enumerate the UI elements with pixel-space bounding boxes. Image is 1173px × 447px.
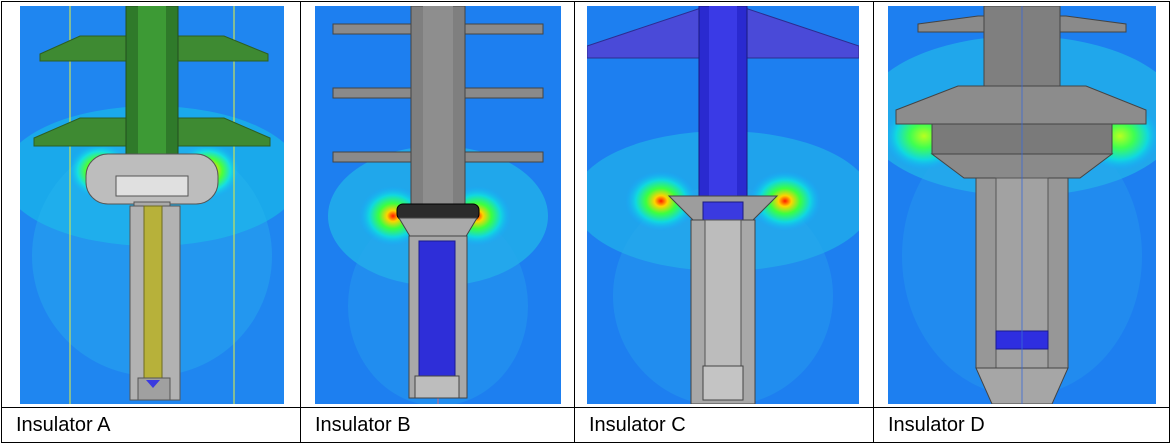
panel-insulator-a: Insulator A — [2, 2, 300, 442]
field-simulation-image-b — [315, 6, 561, 404]
panel-label: Insulator C — [589, 414, 686, 436]
panel-label: Insulator A — [16, 414, 111, 436]
panel-label: Insulator B — [315, 414, 411, 436]
field-simulation-image-d — [888, 6, 1156, 404]
panel-insulator-d: Insulator D — [873, 2, 1169, 442]
panel-label: Insulator D — [888, 414, 985, 436]
field-simulation-image-c — [587, 6, 859, 404]
panel-insulator-c: Insulator C — [574, 2, 873, 442]
field-simulation-image-a — [20, 6, 284, 404]
panel-insulator-b: Insulator B — [300, 2, 574, 442]
row-divider — [2, 407, 1169, 408]
